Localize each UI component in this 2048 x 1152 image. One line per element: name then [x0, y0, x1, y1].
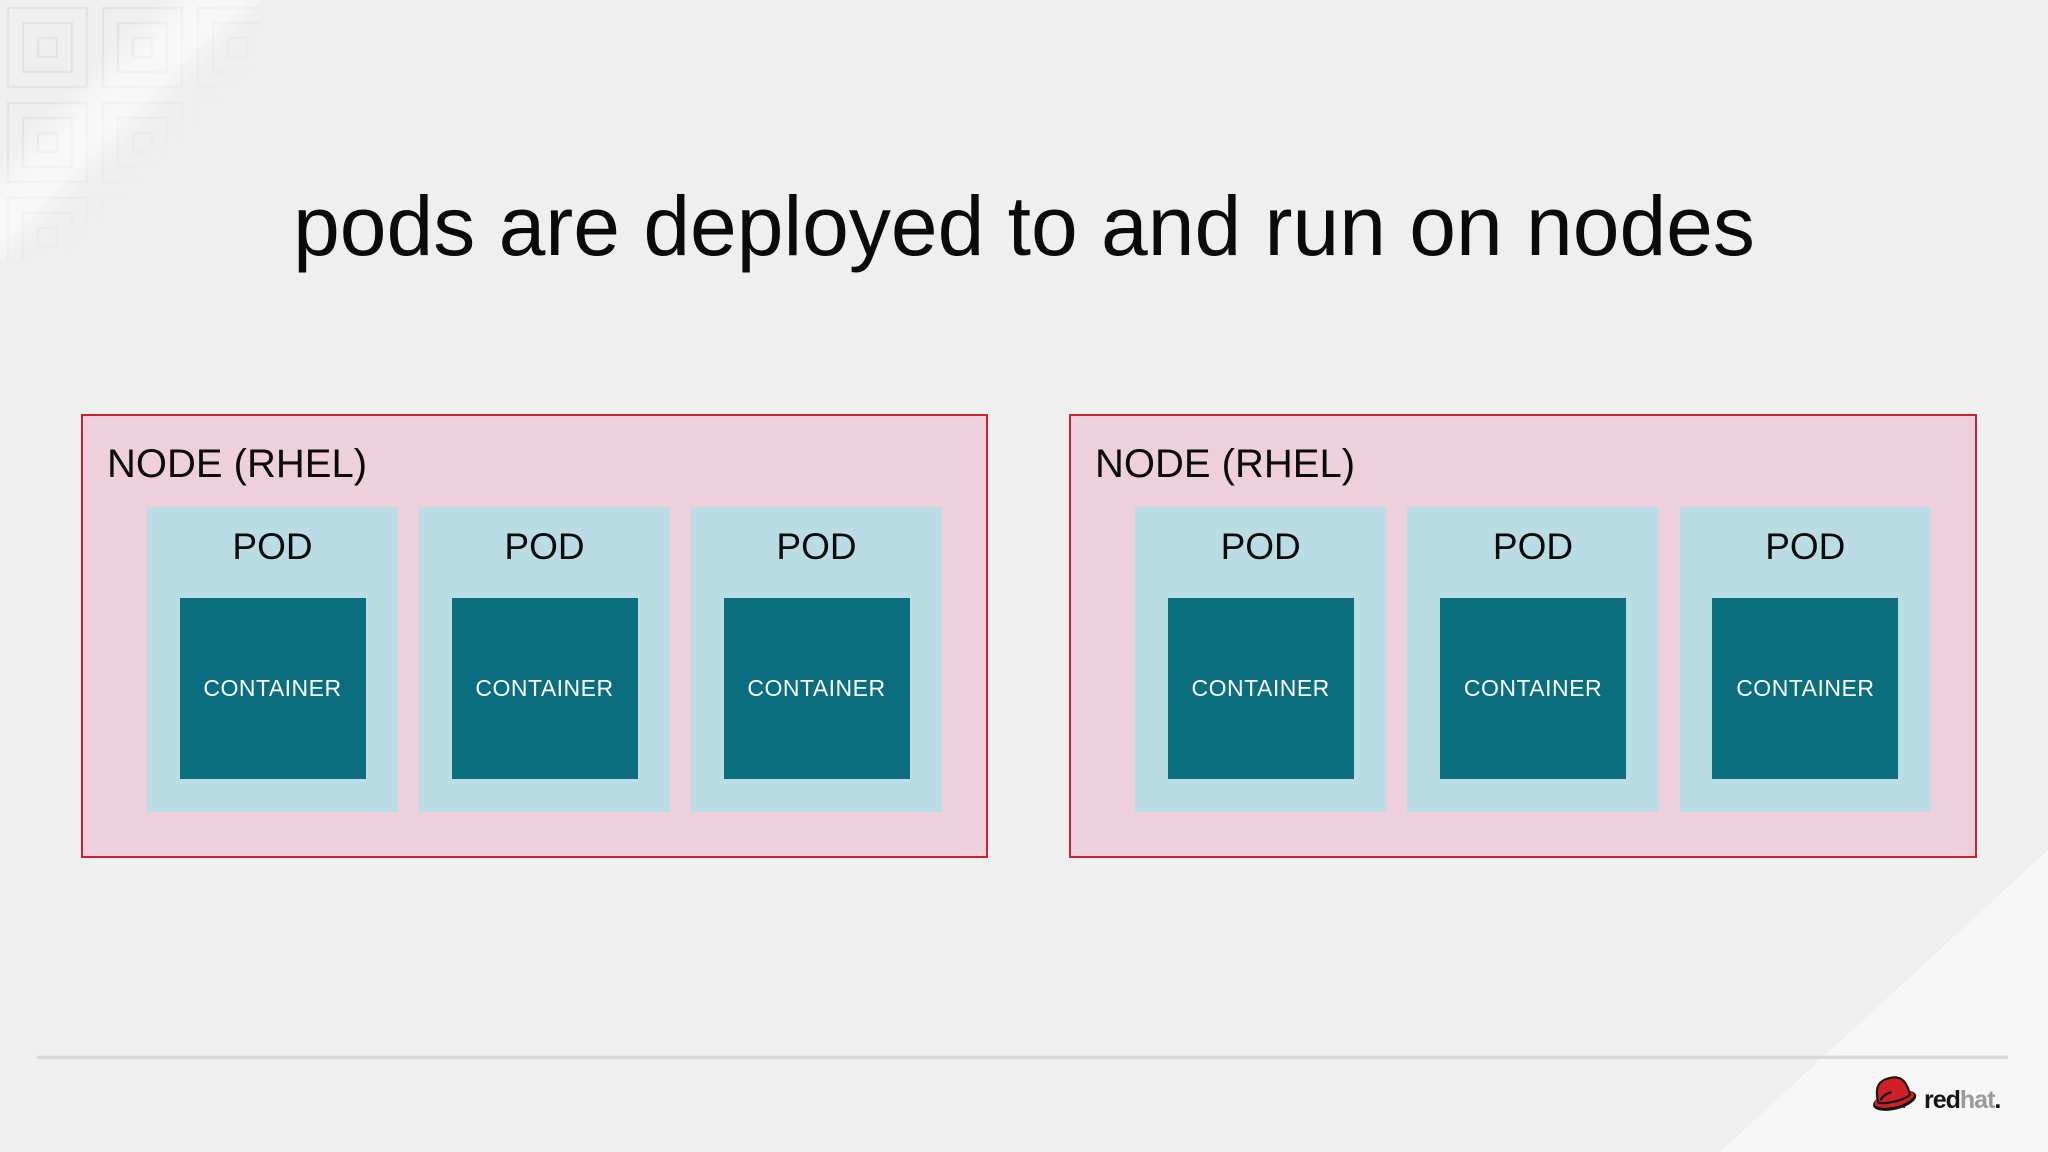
- container-box: CONTAINER: [451, 598, 638, 779]
- container-label: CONTAINER: [1463, 675, 1603, 701]
- container-label: CONTAINER: [1736, 675, 1875, 701]
- pod-box: POD CONTAINER: [1135, 507, 1387, 812]
- pod-label: POD: [1492, 526, 1574, 567]
- logo-text-period: .: [1994, 1085, 2001, 1114]
- pods-row: POD CONTAINER POD CONTAINER POD CONTAINE…: [147, 507, 942, 812]
- container-label: CONTAINER: [203, 675, 342, 701]
- node-box-2: NODE (RHEL) POD CONTAINER POD CONTAINER …: [1069, 414, 1977, 858]
- pod-box: POD CONTAINER: [691, 507, 942, 812]
- node-label: NODE (RHEL): [107, 442, 368, 486]
- container-label: CONTAINER: [747, 675, 886, 701]
- container-box: CONTAINER: [179, 598, 366, 779]
- pod-box: POD CONTAINER: [147, 507, 398, 812]
- node-box-1: NODE (RHEL) POD CONTAINER POD CONTAINER …: [81, 414, 988, 858]
- container-box: CONTAINER: [1712, 598, 1899, 779]
- pods-row: POD CONTAINER POD CONTAINER POD CONTAINE…: [1135, 507, 1931, 812]
- pod-label: POD: [776, 526, 857, 567]
- logo-text-red: red: [1924, 1085, 1961, 1114]
- pod-box: POD CONTAINER: [419, 507, 670, 812]
- pod-box: POD CONTAINER: [1407, 507, 1659, 812]
- corner-squares-pattern-decoration: [0, 0, 270, 270]
- pod-label: POD: [1765, 526, 1846, 567]
- container-box: CONTAINER: [1439, 598, 1626, 779]
- node-label: NODE (RHEL): [1095, 442, 1356, 486]
- logo-text-hat: hat: [1959, 1085, 1995, 1114]
- container-label: CONTAINER: [1191, 675, 1330, 701]
- redhat-logo: redhat.: [1868, 1068, 2001, 1118]
- redhat-fedora-icon: [1873, 1076, 1917, 1111]
- container-box: CONTAINER: [723, 598, 910, 779]
- corner-fade-overlay: [0, 0, 262, 262]
- container-box: CONTAINER: [1167, 598, 1354, 779]
- pod-label: POD: [232, 526, 313, 567]
- pod-label: POD: [1220, 526, 1301, 567]
- container-label: CONTAINER: [475, 675, 614, 701]
- redhat-wordmark: redhat.: [1924, 1085, 2001, 1115]
- footer-divider: [37, 1055, 2008, 1059]
- slide-title: pods are deployed to and run on nodes: [293, 179, 1755, 273]
- pod-label: POD: [504, 526, 585, 567]
- pod-box: POD CONTAINER: [1679, 507, 1931, 812]
